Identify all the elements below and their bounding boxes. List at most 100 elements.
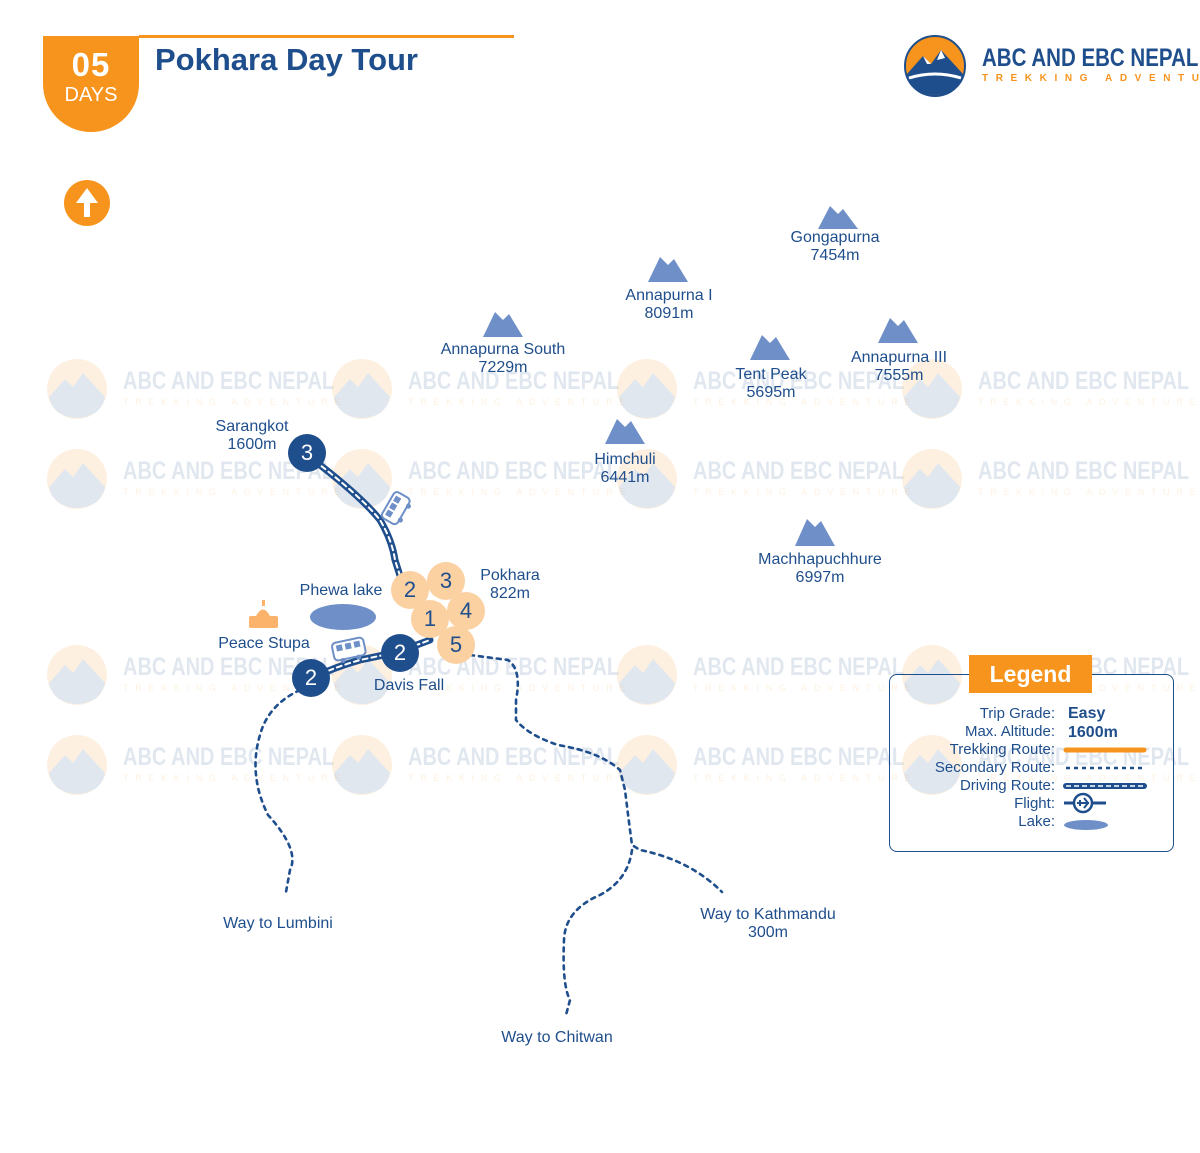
peak-name: Machhapuchhure [758, 551, 882, 568]
peak-icons [483, 206, 918, 546]
peak-altitude: 7555m [874, 367, 924, 384]
peak-name: Tent Peak [735, 366, 807, 383]
peak-label-himchuli: Himchuli 6441m [594, 451, 655, 487]
days-unit: DAYS [64, 84, 118, 106]
watermark-tagline: TREKKING ADVENTURE [693, 683, 918, 693]
place-label-kathmandu: Way to Kathmandu 300m [700, 906, 835, 942]
watermark-tagline: TREKKING ADVENTURE [693, 773, 918, 783]
mountain-icon [818, 206, 858, 229]
place-label-chitwan: Way to Chitwan [501, 1029, 613, 1046]
watermark-name: ABC AND EBC NEPAL [978, 367, 1190, 395]
stupa-icon [249, 600, 278, 628]
watermark-logo-icon [902, 735, 962, 795]
place-label-sarangkot: Sarangkot 1600m [216, 418, 289, 454]
watermark-logo-icon [332, 645, 392, 705]
watermark-logo-icon [617, 359, 677, 419]
peak-label-annapurna-south: Annapurna South 7229m [441, 341, 566, 377]
stupa-marker [292, 659, 330, 697]
legend-driving-route-label: Driving Route: [959, 777, 1055, 794]
watermark-tagline: TREKKING ADVENTURE [978, 773, 1200, 783]
legend-flight-label: Flight: [1014, 795, 1055, 812]
peak-altitude: 6441m [600, 469, 650, 486]
place-label-peace-stupa: Peace Stupa [218, 635, 310, 652]
peak-name: Annapurna I [625, 287, 713, 304]
pokhara-day-markers [391, 562, 485, 664]
mountain-icon [750, 335, 790, 360]
place-name: Way to Kathmandu [700, 906, 836, 923]
page-title: Pokhara Day Tour [155, 42, 419, 77]
sarangkot-marker [288, 434, 326, 472]
route-to-kathmandu-chitwan [468, 653, 724, 894]
day-number: 1 [423, 606, 437, 631]
watermark-tagline: TREKKING ADVENTURE [693, 397, 918, 407]
place-label-pokhara: Pokhara 822m [480, 567, 540, 603]
brand-name: ABC AND EBC NEPAL [982, 44, 1199, 72]
route-to-chitwan [562, 848, 634, 1017]
brand-logo-icon [904, 35, 966, 97]
watermark-name: ABC AND EBC NEPAL [693, 367, 905, 395]
place-name: Pokhara [480, 567, 540, 584]
day-number: 3 [300, 440, 314, 465]
place-label-davis-fall: Davis Fall [373, 677, 445, 694]
watermark-tagline: TREKKING ADVENTURE [408, 683, 633, 693]
legend-trip-grade-label: Trip Grade: [979, 705, 1055, 722]
peak-name: Annapurna III [850, 349, 948, 366]
watermark-name: ABC AND EBC NEPAL [693, 457, 905, 485]
place-altitude: 1600m [227, 436, 277, 453]
mountain-icon [605, 419, 645, 444]
watermark-name: ABC AND EBC NEPAL [123, 743, 335, 771]
route-to-lumbini [254, 688, 302, 894]
legend-trekking-route-label: Trekking Route: [949, 741, 1055, 758]
legend-symbols [1063, 747, 1147, 830]
watermark-name: ABC AND EBC NEPAL [408, 367, 620, 395]
watermark-tagline: TREKKING ADVENTURE [123, 487, 348, 497]
peak-label-annapurna-iii: Annapurna III 7555m [851, 349, 947, 385]
watermark-name: ABC AND EBC NEPAL [408, 743, 620, 771]
peak-label-machhapuchhure: Machhapuchhure 6997m [758, 551, 882, 587]
watermark-name: ABC AND EBC NEPAL [693, 653, 905, 681]
peak-label-gongapurna: Gongapurna 7454m [791, 229, 880, 265]
north-arrow-icon [64, 180, 110, 226]
peak-altitude: 8091m [644, 305, 694, 322]
day-number: 5 [449, 632, 463, 657]
legend-lake-label: Lake: [1018, 813, 1055, 830]
day-number: 2 [393, 640, 407, 665]
place-label-lumbini: Way to Lumbini [223, 915, 333, 932]
phewa-lake [310, 604, 376, 630]
watermark-logo-icon [902, 449, 962, 509]
legend-max-altitude-value: 1600m [1068, 724, 1118, 741]
watermark-tagline: TREKKING ADVENTURE [408, 773, 633, 783]
watermark-tagline: TREKKING ADVENTURE [978, 487, 1200, 497]
watermark-logo-icon [47, 735, 107, 795]
watermark-tagline: TREKKING ADVENTURE [123, 397, 348, 407]
legend-flight-symbol [1064, 792, 1106, 814]
watermark-name: ABC AND EBC NEPAL [693, 743, 905, 771]
watermark-tagline: TREKKING ADVENTURE [123, 773, 348, 783]
place-name: Sarangkot [215, 418, 289, 435]
header-divider [139, 35, 514, 38]
watermark-logo-icon [902, 359, 962, 419]
peak-altitude: 7454m [810, 247, 860, 264]
watermark-tagline: TREKKING ADVENTURE [123, 683, 348, 693]
watermark-logo-icon [617, 645, 677, 705]
legend-max-altitude-label: Max. Altitude: [964, 723, 1055, 740]
peak-label-annapurna-i: Annapurna I 8091m [625, 287, 712, 323]
watermark-tagline: TREKKING ADVENTURE [408, 487, 633, 497]
mountain-icon [483, 312, 523, 337]
watermark-logo-icon [47, 449, 107, 509]
watermark-name: ABC AND EBC NEPAL [123, 367, 335, 395]
watermark-logo-icon [47, 645, 107, 705]
mountain-icon [795, 519, 835, 546]
day-number: 2 [403, 577, 417, 602]
watermark-logo-icon [617, 735, 677, 795]
mountain-icon [648, 257, 688, 282]
watermark-name: ABC AND EBC NEPAL [978, 457, 1190, 485]
mountain-icon [878, 318, 918, 343]
